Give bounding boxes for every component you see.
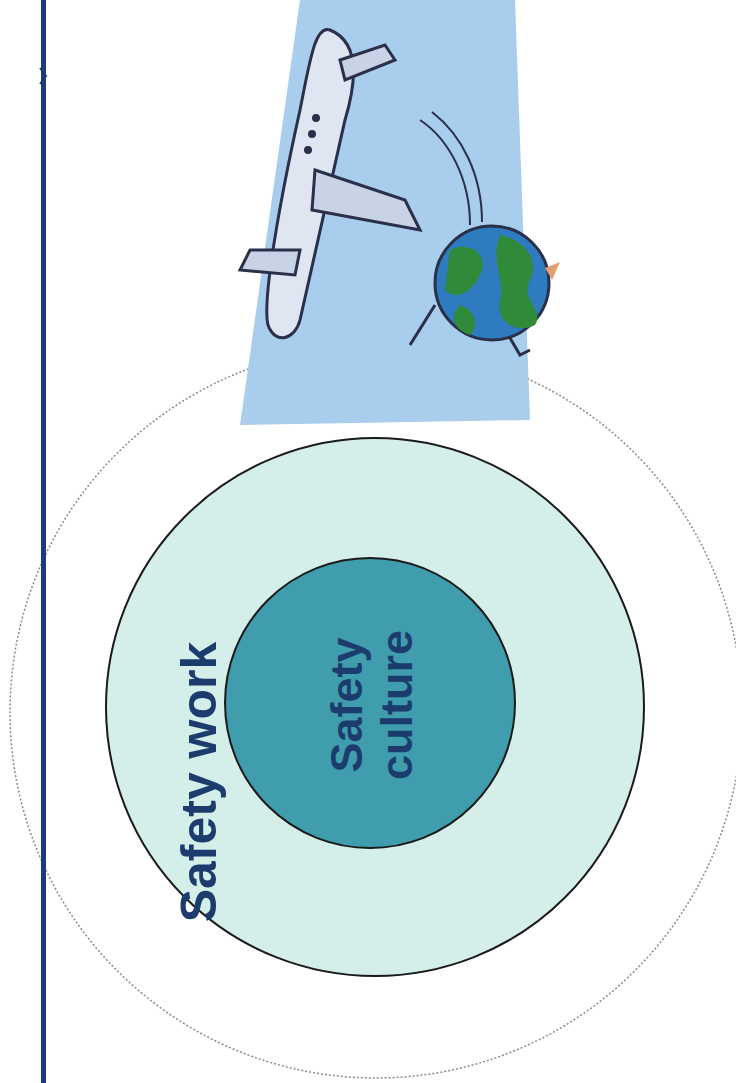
circle-label: Safety work (171, 592, 227, 972)
margin-rule (41, 0, 46, 1083)
corner-mark (40, 68, 46, 84)
outer-circle: Safety work Safety culture (105, 437, 645, 977)
globe-clipart (410, 226, 560, 355)
outer-dotted-circle (10, 346, 736, 1078)
circle-label: Safety culture (322, 610, 423, 800)
sky-panel (240, 0, 530, 425)
inner-circle: Safety culture (224, 557, 516, 849)
